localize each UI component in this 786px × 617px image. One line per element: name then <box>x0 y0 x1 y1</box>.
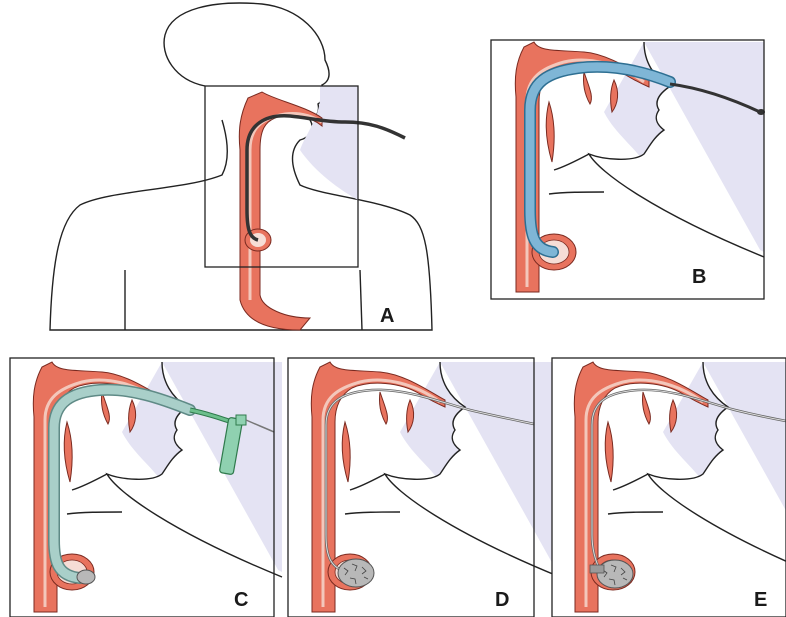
panel-label-b: B <box>692 266 706 288</box>
panel-d: D <box>288 358 560 617</box>
panel-label-d: D <box>495 589 509 611</box>
panel-e: E <box>552 358 786 617</box>
panel-label-c: C <box>234 589 248 611</box>
panel-b: B <box>491 40 765 299</box>
panel-label-a: A <box>380 305 394 327</box>
panel-a: A <box>50 3 432 330</box>
panel-c: C <box>10 358 282 617</box>
panel-label-e: E <box>754 589 767 611</box>
